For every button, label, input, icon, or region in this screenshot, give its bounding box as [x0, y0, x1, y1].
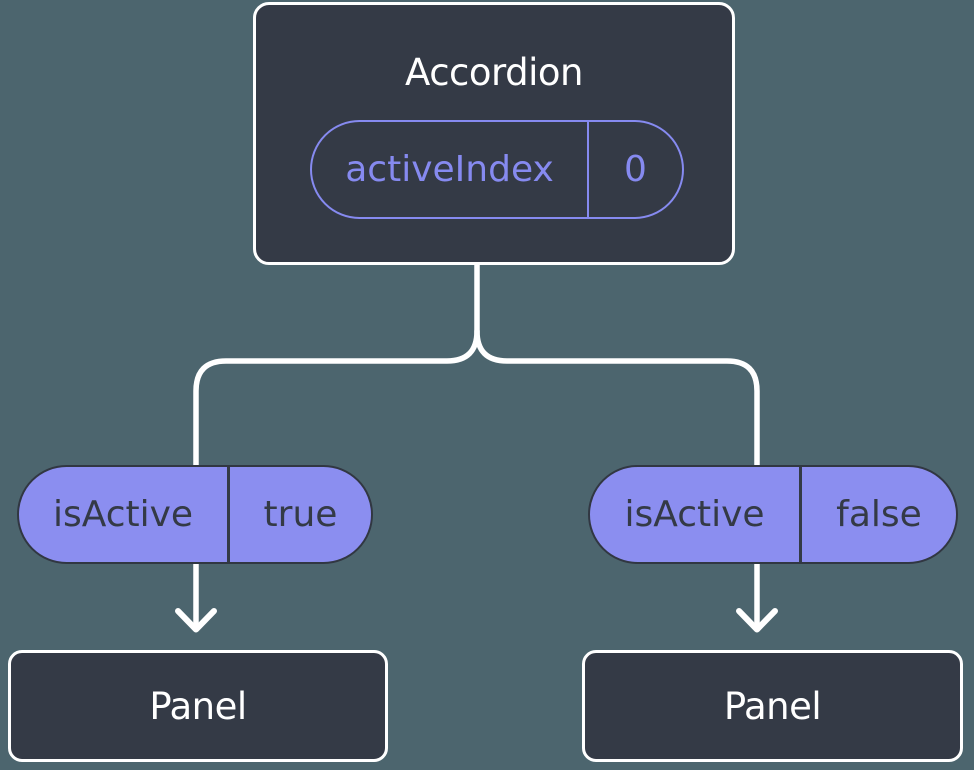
- branch-line-left: [193, 262, 480, 631]
- panel-node-left: Panel: [8, 650, 388, 762]
- panel-node-right: Panel: [582, 650, 963, 762]
- prop-pill-value: true: [263, 494, 338, 535]
- state-pill-name: activeIndex: [312, 122, 589, 217]
- prop-pill-is-active-false: isActive false: [588, 465, 958, 564]
- panel-node-title: Panel: [149, 684, 247, 728]
- panel-node-title: Panel: [723, 684, 822, 728]
- prop-pill-name: isActive: [19, 467, 230, 562]
- arrowhead-down-icon: [175, 608, 217, 633]
- prop-pill-value: false: [836, 494, 922, 535]
- accordion-node: Accordion activeIndex 0: [253, 2, 735, 265]
- state-pill-value: 0: [624, 149, 647, 190]
- arrowhead-down-icon: [736, 608, 778, 633]
- accordion-node-title: Accordion: [405, 51, 583, 94]
- prop-pill-name: isActive: [590, 467, 802, 562]
- state-pill-active-index: activeIndex 0: [310, 120, 684, 219]
- prop-pill-is-active-true: isActive true: [17, 465, 373, 564]
